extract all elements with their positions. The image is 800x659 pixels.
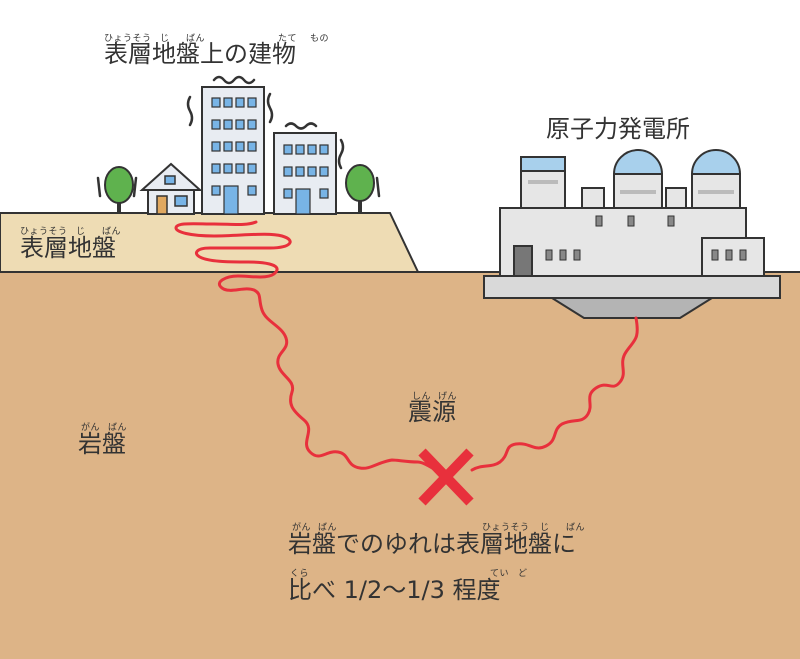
ruby-ban: ばん bbox=[108, 423, 128, 433]
label-power-plant: 原子力発電所 bbox=[546, 115, 690, 143]
reactor-dome-icon bbox=[690, 149, 742, 209]
ruby-ban: ばん bbox=[318, 523, 338, 533]
house-icon bbox=[139, 162, 203, 215]
reactor-dome-icon bbox=[612, 149, 664, 209]
label-epicenter: 震源 bbox=[408, 398, 456, 426]
ruby-ji: じ bbox=[160, 34, 170, 44]
mid-building-icon bbox=[273, 132, 337, 215]
ruby-ban: ばん bbox=[186, 34, 206, 44]
tree-icon bbox=[104, 166, 134, 214]
ruby-ban: ばん bbox=[566, 523, 586, 533]
ruby-do: ど bbox=[518, 569, 528, 579]
ruby-tei: てい bbox=[490, 569, 510, 579]
label-bedrock: 岩盤 bbox=[78, 430, 126, 458]
ruby-ji: じ bbox=[540, 523, 550, 533]
ruby-ji: じ bbox=[76, 227, 86, 237]
ruby-hyousou: ひょうそう bbox=[482, 523, 530, 533]
ruby-ban: ばん bbox=[102, 227, 122, 237]
vibration-lines-icon bbox=[96, 75, 381, 198]
ruby-hyousou: ひょうそう bbox=[104, 34, 152, 44]
note-line-2: 比べ 1/2〜1/3 程度 bbox=[288, 576, 501, 604]
tree-icon bbox=[345, 164, 375, 214]
bedrock-layer bbox=[0, 272, 800, 659]
ruby-tate: たて bbox=[278, 34, 298, 44]
label-surface-ground: 表層地盤 bbox=[20, 234, 116, 262]
seismic-wave-icon bbox=[470, 316, 639, 472]
seismic-wave-icon bbox=[174, 220, 448, 479]
note-line-1: 岩盤でのゆれは表層地盤に bbox=[288, 530, 576, 558]
ruby-gen: げん bbox=[438, 392, 458, 402]
ruby-shin: しん bbox=[412, 392, 432, 402]
label-buildings-on-surface: 表層地盤上の建物 bbox=[104, 40, 296, 68]
ruby-gan: がん bbox=[81, 423, 101, 433]
ruby-hyousou: ひょうそう bbox=[20, 227, 68, 237]
ruby-kura: くら bbox=[290, 569, 310, 579]
epicenter-cross-icon bbox=[418, 448, 474, 506]
ruby-gan: がん bbox=[292, 523, 312, 533]
tall-building-icon bbox=[201, 86, 265, 215]
power-plant-icon bbox=[483, 149, 781, 319]
ruby-mono: もの bbox=[310, 34, 330, 44]
